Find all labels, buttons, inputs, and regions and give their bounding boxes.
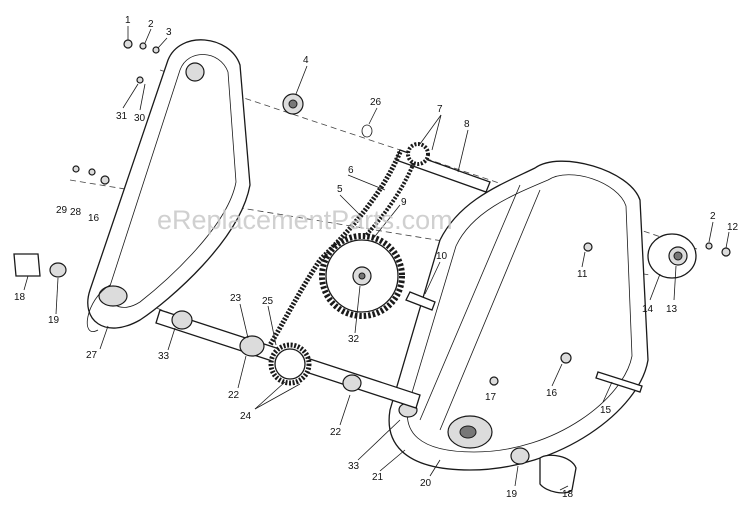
part-label: 25	[262, 296, 274, 307]
part-label: 4	[303, 55, 309, 66]
part-label: 30	[134, 113, 146, 124]
pin	[405, 291, 436, 311]
part-label: 3	[166, 27, 172, 38]
part-label: 8	[464, 119, 470, 130]
part-label: 2	[710, 211, 716, 222]
leader-lines	[23, 26, 730, 491]
right-bushing	[510, 447, 577, 494]
watermark: eReplacementParts.com	[157, 205, 453, 235]
upper-sprocket	[406, 142, 430, 166]
part-label: 17	[485, 392, 497, 403]
bolt	[595, 371, 643, 393]
part-label: 28	[70, 207, 82, 218]
part-label: 7	[437, 104, 443, 115]
part-label: 16	[546, 388, 558, 399]
right-chain-case	[388, 160, 649, 471]
part-label: 2	[148, 19, 154, 30]
part-label: 33	[158, 351, 170, 362]
part-label: 15	[600, 405, 612, 416]
part-label: 26	[370, 97, 382, 108]
small-sprocket	[268, 342, 312, 386]
left-chain-case	[86, 39, 251, 332]
part-label: 18	[14, 292, 26, 303]
part-label: 18	[562, 489, 574, 500]
part-label: 19	[48, 315, 60, 326]
part-number-labels: 1 2 3 4 26 7 8 31 30 6 5 9 29 28 16 2 12…	[14, 15, 739, 500]
part-label: 6	[348, 165, 354, 176]
part-label: 12	[727, 222, 739, 233]
snap-ring	[361, 124, 373, 138]
part-label: 13	[666, 304, 678, 315]
part-label: 22	[330, 427, 342, 438]
part-label: 5	[337, 184, 343, 195]
part-label: 19	[506, 489, 518, 500]
part-label: 23	[230, 293, 242, 304]
large-sprocket	[319, 233, 405, 319]
part-label: 33	[348, 461, 360, 472]
part-label: 1	[125, 15, 131, 26]
part-label: 31	[116, 111, 128, 122]
part-label: 29	[56, 205, 68, 216]
hub-flange	[647, 233, 697, 279]
part-label: 9	[401, 197, 407, 208]
part-label: 21	[372, 472, 384, 483]
part-label: 27	[86, 350, 98, 361]
left-bushing	[13, 253, 67, 278]
part-label: 32	[348, 334, 360, 345]
part-label: 16	[88, 213, 100, 224]
part-label: 24	[240, 411, 252, 422]
part-label: 20	[420, 478, 432, 489]
part-label: 11	[577, 269, 588, 280]
part-label: 14	[642, 304, 654, 315]
part-label: 22	[228, 390, 240, 401]
part-label: 10	[436, 251, 448, 262]
bearing	[282, 93, 304, 115]
